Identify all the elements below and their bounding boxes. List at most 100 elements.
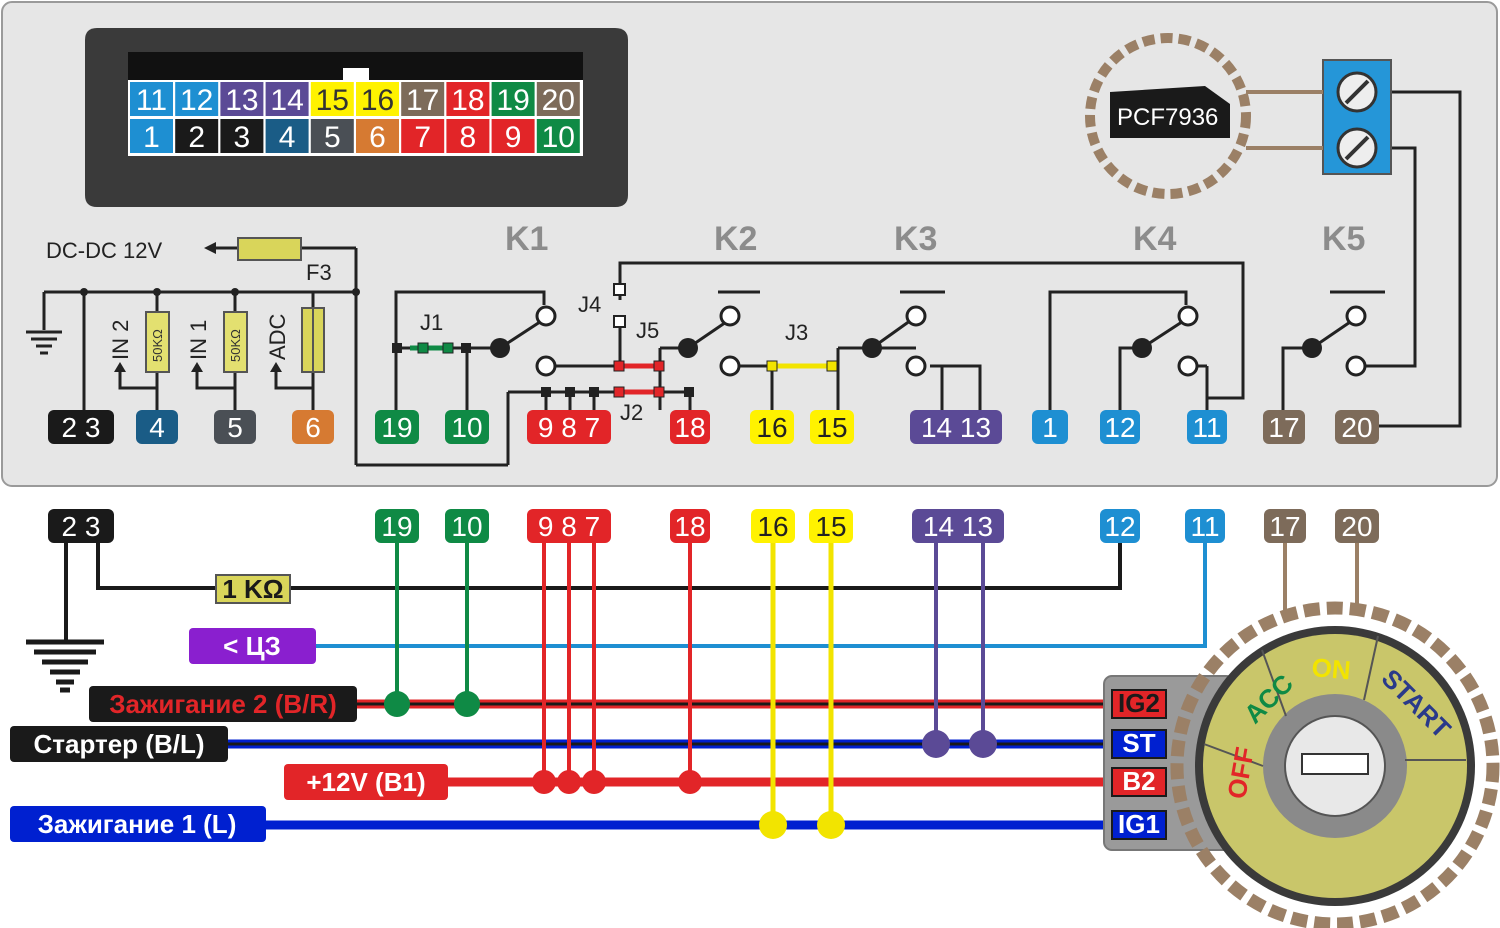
svg-text:4: 4 — [149, 412, 165, 443]
svg-text:19: 19 — [381, 511, 412, 542]
in1-label: IN 1 — [186, 320, 211, 360]
upper-pin-12: 12 — [1100, 410, 1140, 444]
svg-text:11: 11 — [1192, 412, 1221, 443]
connector-pin-6: 6 — [356, 119, 399, 154]
connector-pin-1: 1 — [130, 119, 173, 154]
resistor-in1-label: 50KΩ — [228, 329, 243, 362]
upper-pin-2-3: 2 3 — [48, 410, 114, 444]
svg-text:1: 1 — [143, 121, 160, 154]
upper-pin-14-13: 14 13 — [910, 410, 1002, 444]
lock-wire-tag — [189, 628, 316, 664]
resistor-in1 — [223, 311, 248, 373]
lower-pin-19: 19 — [375, 509, 419, 543]
svg-text:13: 13 — [225, 84, 258, 117]
dcdc-label: DC-DC 12V — [46, 238, 162, 263]
connector-pin-19: 19 — [491, 82, 535, 117]
svg-text:18: 18 — [451, 84, 484, 117]
svg-text:20: 20 — [1341, 511, 1372, 542]
svg-text:20: 20 — [1341, 412, 1372, 443]
svg-text:9 8 7: 9 8 7 — [538, 412, 600, 443]
upper-pin-18: 18 — [670, 410, 710, 444]
lower-pin-2-3: 2 3 — [48, 509, 114, 543]
connector-pin-4: 4 — [265, 119, 309, 154]
svg-text:1: 1 — [1042, 412, 1058, 443]
adc-label: ADC — [265, 313, 290, 360]
jumper-label-j5: J5 — [636, 318, 659, 343]
term-b2-label: B2 — [1122, 766, 1155, 796]
external-wiring — [26, 542, 1359, 839]
ign2-wire-label: Зажигание 2 (B/R) — [109, 689, 337, 719]
jumper-j4 — [613, 283, 626, 328]
svg-text:14: 14 — [270, 84, 303, 117]
connector-pin-16: 16 — [356, 82, 399, 117]
relay-label-k1: K1 — [505, 220, 548, 258]
svg-text:15: 15 — [316, 84, 349, 117]
upper-pin-17: 17 — [1263, 410, 1305, 444]
in1-arrow-icon — [191, 362, 203, 372]
svg-text:11: 11 — [1190, 511, 1219, 542]
b1-wire-tag — [284, 764, 448, 800]
svg-text:12: 12 — [180, 84, 213, 117]
svg-text:9 8 7: 9 8 7 — [538, 511, 600, 542]
lower-pin-18: 18 — [670, 509, 710, 543]
connector-pin-9: 9 — [491, 119, 535, 154]
upper-pin-4: 4 — [136, 410, 178, 444]
connector-pin-20: 20 — [536, 82, 580, 117]
starter-wire-tag — [10, 726, 228, 762]
svg-text:18: 18 — [674, 511, 705, 542]
lower-pin-15: 15 — [809, 509, 853, 543]
ignition-switch — [1103, 601, 1500, 928]
svg-text:19: 19 — [381, 412, 412, 443]
pcf-chip-label: PCF7936 — [1117, 104, 1218, 131]
svg-text:10: 10 — [542, 121, 575, 154]
svg-text:16: 16 — [361, 84, 394, 117]
in2-label: IN 2 — [108, 320, 133, 360]
upper-pin-19: 19 — [375, 410, 419, 444]
jumper-label-j1: J1 — [420, 310, 443, 335]
svg-text:14 13: 14 13 — [923, 511, 993, 542]
relay-commons — [490, 338, 1322, 358]
resistor-in2-label: 50KΩ — [150, 329, 165, 362]
upper-pin-9-8-7: 9 8 7 — [527, 410, 611, 444]
svg-text:8: 8 — [460, 121, 477, 154]
term-ig2-label: IG2 — [1118, 688, 1160, 718]
lower-pin-20: 20 — [1335, 509, 1379, 543]
svg-text:12: 12 — [1104, 511, 1135, 542]
svg-text:10: 10 — [451, 511, 482, 542]
connector-pin-13: 13 — [220, 82, 264, 117]
svg-text:16: 16 — [756, 412, 787, 443]
svg-text:17: 17 — [406, 84, 439, 117]
svg-text:5: 5 — [227, 412, 243, 443]
jumper-j1 — [392, 342, 471, 354]
jumper-label-j2: J2 — [620, 400, 643, 425]
jumper-j5 — [613, 360, 665, 372]
upper-pin-1: 1 — [1032, 410, 1068, 444]
jumper-label-j4: J4 — [578, 292, 601, 317]
jumper-j2 — [541, 386, 694, 398]
connector-pin-3: 3 — [220, 119, 264, 154]
connector-pin-8: 8 — [446, 119, 490, 154]
jumper-label-j3: J3 — [785, 320, 808, 345]
svg-text:15: 15 — [816, 412, 847, 443]
fuse-label: F3 — [306, 260, 332, 285]
relay-label-k3: K3 — [894, 220, 937, 258]
ground-icon — [26, 330, 62, 355]
term-st-label: ST — [1122, 728, 1155, 758]
svg-text:15: 15 — [815, 511, 846, 542]
ign-on-label: ON — [1310, 652, 1351, 685]
term-st — [1111, 729, 1167, 759]
ext-ground-icon — [26, 639, 104, 693]
resistor-1k — [215, 574, 291, 604]
upper-pin-5: 5 — [214, 410, 256, 444]
svg-text:2 3: 2 3 — [62, 412, 101, 443]
lower-pin-9-8-7: 9 8 7 — [527, 509, 611, 543]
pcf-chip — [1110, 86, 1230, 138]
relay-label-k2: K2 — [714, 220, 757, 258]
svg-text:19: 19 — [496, 84, 529, 117]
svg-text:2: 2 — [188, 121, 205, 154]
b1-wire-label: +12V (B1) — [306, 767, 425, 797]
connector-pin-5: 5 — [310, 119, 354, 154]
relay-label-k4: K4 — [1133, 220, 1177, 258]
